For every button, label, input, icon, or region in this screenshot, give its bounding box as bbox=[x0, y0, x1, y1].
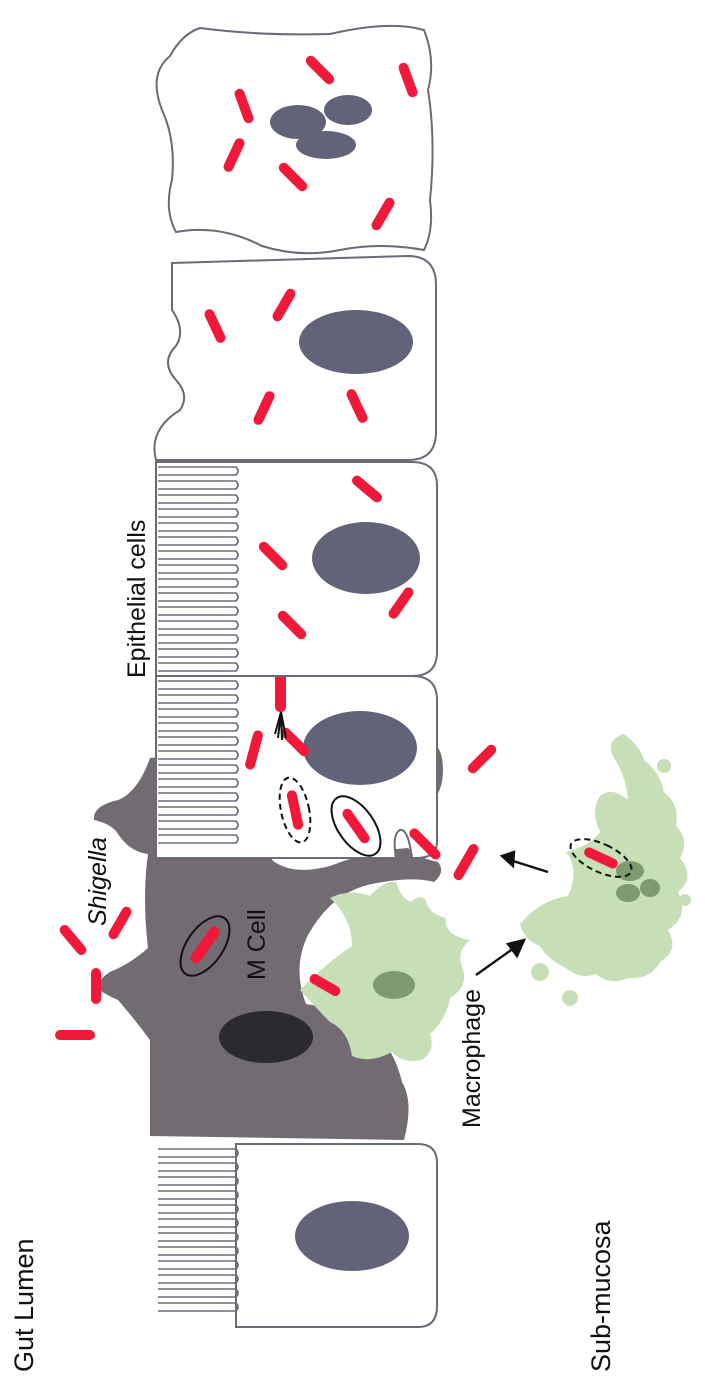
bacterium bbox=[91, 968, 101, 1004]
microvilli-bottom bbox=[158, 1149, 238, 1311]
gut-lumen-label: Gut Lumen bbox=[9, 1238, 39, 1372]
epithelial-cell-bottom bbox=[158, 1144, 437, 1327]
nucleus-fragment bbox=[324, 95, 372, 125]
bacterium-with-actin-tail bbox=[275, 672, 286, 712]
shigella-label: Shigella bbox=[84, 837, 112, 926]
epithelial-cell-3 bbox=[154, 256, 436, 460]
macrophage-nucleus bbox=[640, 879, 660, 897]
macrophage-nucleus bbox=[616, 884, 640, 902]
nucleus-cell-1 bbox=[303, 711, 417, 785]
epithelial-cells-label: Epithelial cells bbox=[123, 520, 151, 678]
bacterium bbox=[58, 923, 89, 957]
macrophage-label: Macrophage bbox=[458, 989, 486, 1128]
macrophage-nucleus bbox=[373, 971, 415, 999]
epithelial-cell-2 bbox=[156, 462, 437, 676]
nucleus-cell-3 bbox=[299, 310, 413, 374]
nucleus-bottom-cell bbox=[295, 1201, 409, 1271]
m-cell-label: M Cell bbox=[243, 909, 271, 980]
m-cell-nucleus bbox=[219, 1011, 313, 1063]
epithelial-cell-1 bbox=[156, 672, 437, 864]
bacterium bbox=[55, 1030, 95, 1040]
bacterium bbox=[452, 842, 481, 882]
epithelial-cell-4 bbox=[157, 26, 433, 253]
nucleus-cell-2 bbox=[312, 522, 420, 594]
bacterium bbox=[466, 743, 499, 776]
macrophage-nucleus bbox=[616, 861, 644, 881]
sub-mucosa-label: Sub-mucosa bbox=[586, 1219, 616, 1372]
nucleus-fragment bbox=[296, 131, 356, 159]
